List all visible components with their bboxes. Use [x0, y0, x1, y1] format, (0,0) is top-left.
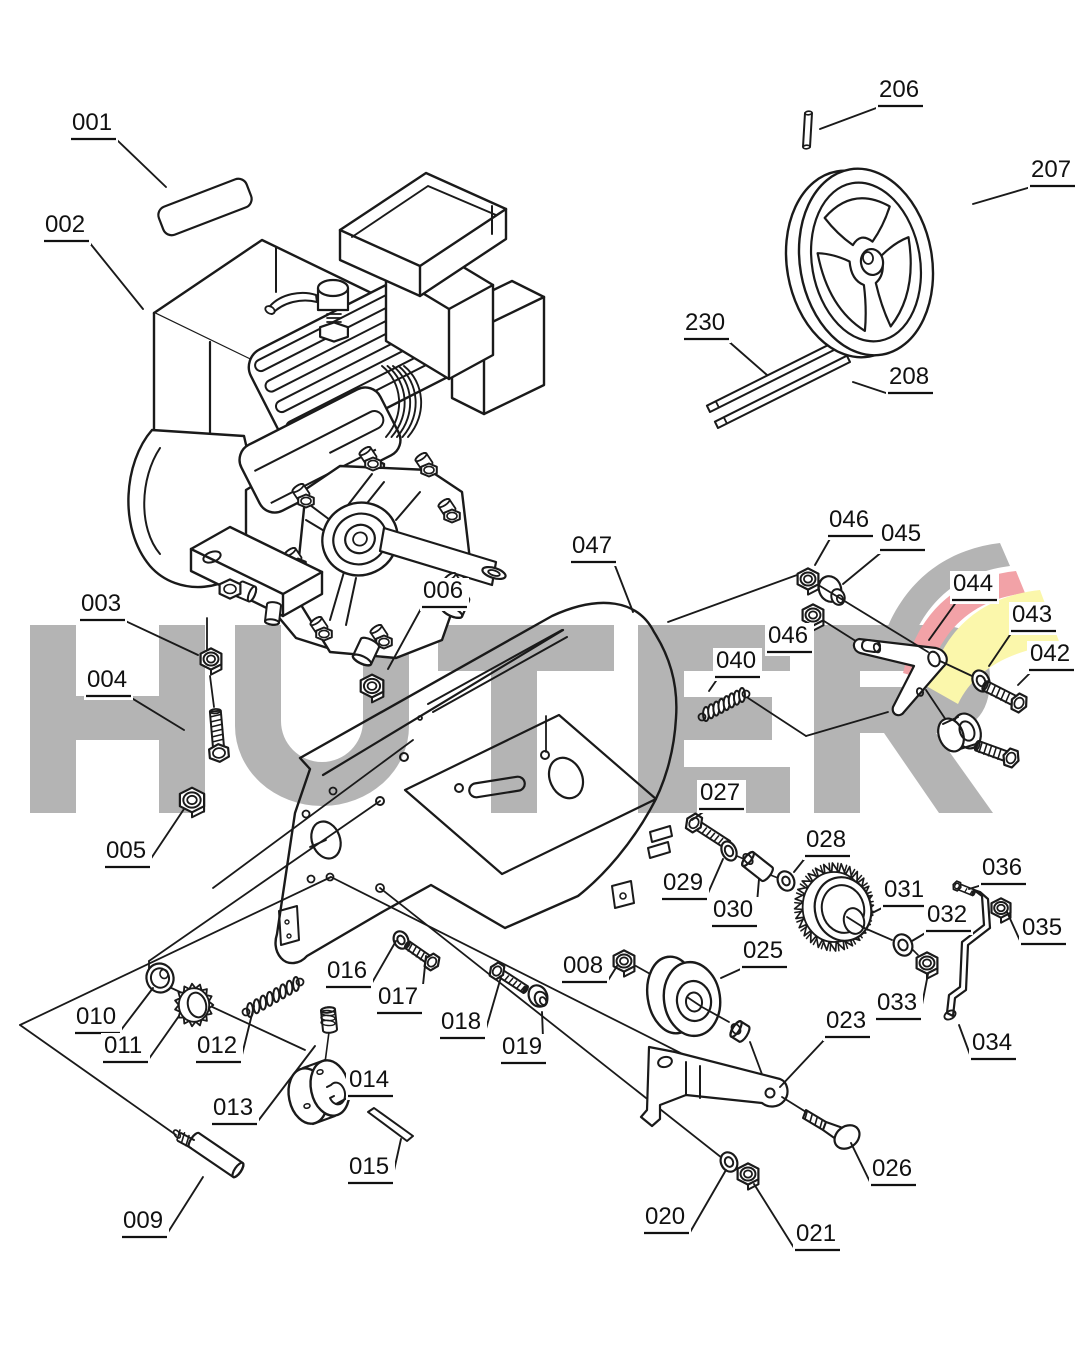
svg-text:046: 046: [829, 506, 869, 533]
svg-text:005: 005: [106, 837, 146, 864]
svg-text:008: 008: [563, 952, 603, 979]
svg-text:031: 031: [884, 876, 924, 903]
svg-text:016: 016: [327, 957, 367, 984]
svg-text:046: 046: [768, 622, 808, 649]
svg-text:010: 010: [76, 1003, 116, 1030]
svg-text:030: 030: [713, 896, 753, 923]
svg-text:017: 017: [378, 983, 418, 1010]
svg-text:047: 047: [572, 532, 612, 559]
svg-text:012: 012: [197, 1032, 237, 1059]
svg-text:025: 025: [743, 937, 783, 964]
svg-text:019: 019: [502, 1033, 542, 1060]
svg-text:023: 023: [826, 1007, 866, 1034]
svg-text:207: 207: [1031, 156, 1071, 183]
svg-text:208: 208: [889, 363, 929, 390]
svg-text:044: 044: [953, 570, 993, 597]
svg-text:029: 029: [663, 869, 703, 896]
svg-text:230: 230: [685, 309, 725, 336]
svg-text:004: 004: [87, 666, 127, 693]
svg-text:028: 028: [806, 826, 846, 853]
svg-text:026: 026: [872, 1155, 912, 1182]
svg-text:027: 027: [700, 779, 740, 806]
svg-text:002: 002: [45, 211, 85, 238]
svg-text:020: 020: [645, 1203, 685, 1230]
svg-text:015: 015: [349, 1153, 389, 1180]
svg-text:045: 045: [881, 520, 921, 547]
svg-text:042: 042: [1030, 640, 1070, 667]
svg-text:003: 003: [81, 590, 121, 617]
svg-text:001: 001: [72, 109, 112, 136]
svg-text:033: 033: [877, 989, 917, 1016]
svg-text:011: 011: [104, 1032, 142, 1059]
svg-text:021: 021: [796, 1220, 836, 1247]
svg-text:043: 043: [1012, 601, 1052, 628]
svg-text:013: 013: [213, 1094, 253, 1121]
svg-text:014: 014: [349, 1066, 389, 1093]
svg-text:206: 206: [879, 76, 919, 103]
svg-text:006: 006: [423, 577, 463, 604]
svg-text:018: 018: [441, 1008, 481, 1035]
svg-text:032: 032: [927, 901, 967, 928]
svg-text:009: 009: [123, 1207, 163, 1234]
svg-text:034: 034: [972, 1029, 1012, 1056]
svg-text:035: 035: [1022, 914, 1062, 941]
svg-text:036: 036: [982, 854, 1022, 881]
svg-text:040: 040: [716, 647, 756, 674]
